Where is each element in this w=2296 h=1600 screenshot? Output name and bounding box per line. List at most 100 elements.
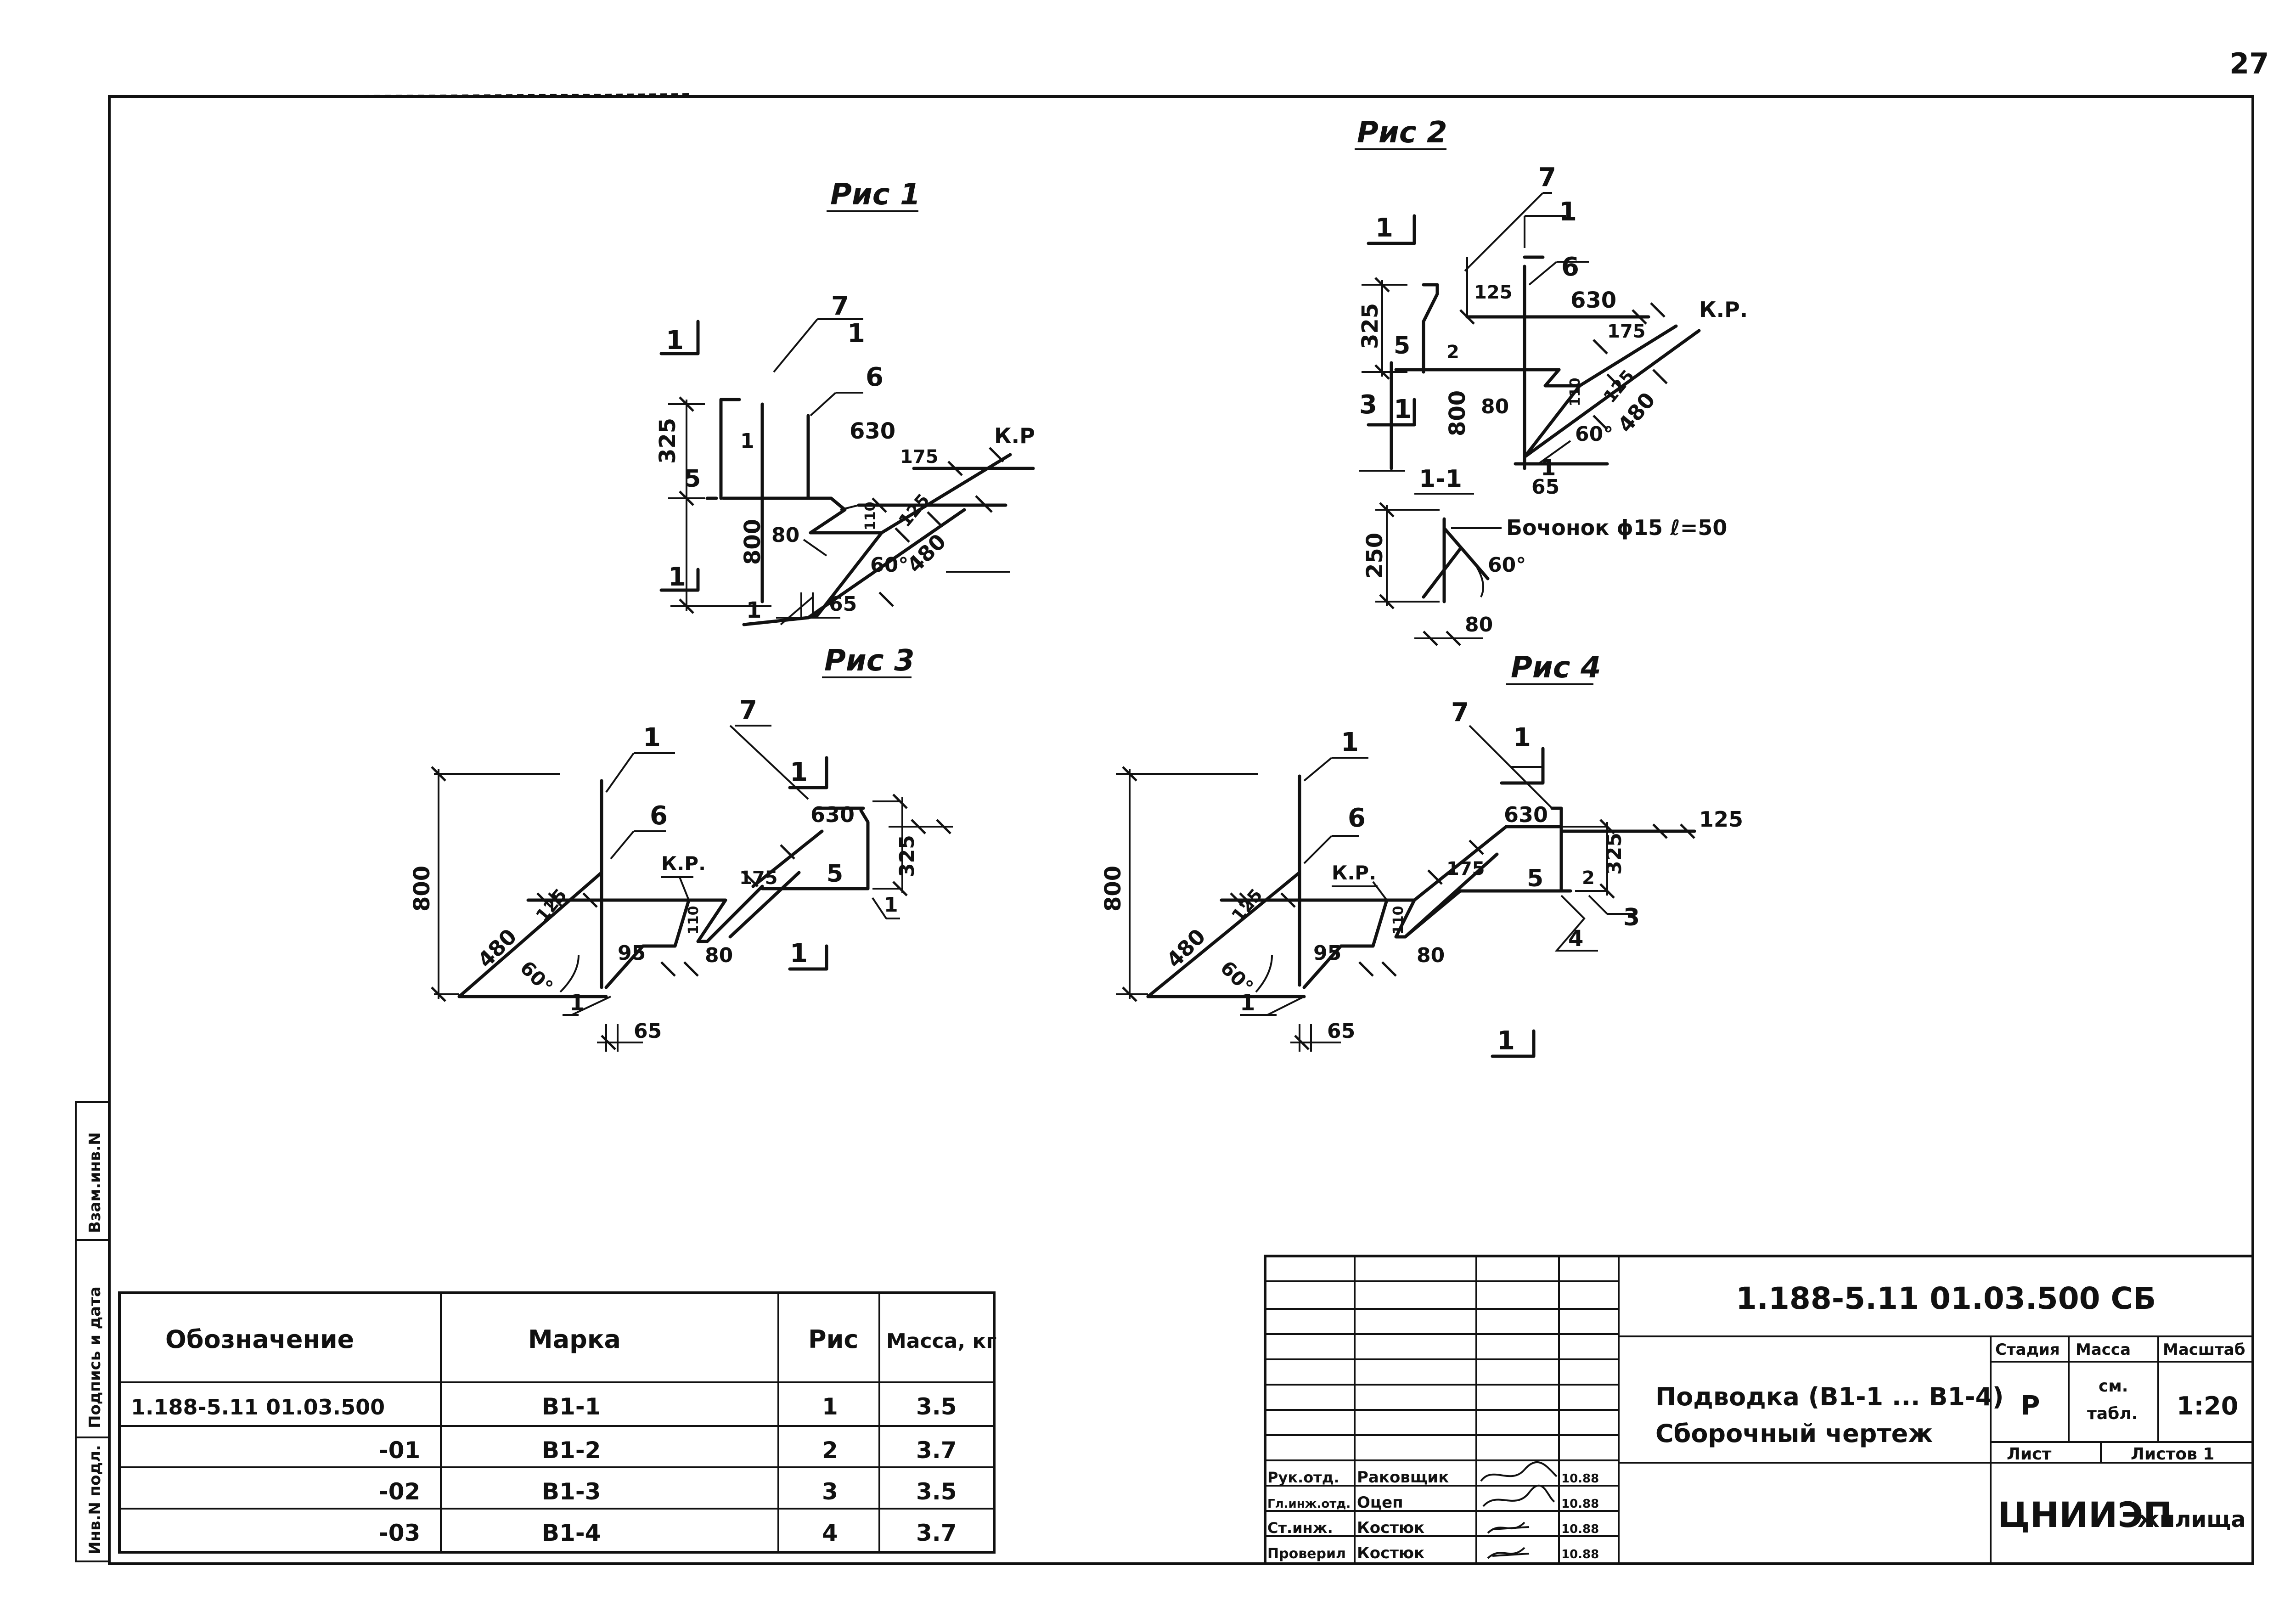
fig1-pos7: 7 xyxy=(831,291,849,321)
fig4-d630: 630 xyxy=(1504,802,1548,827)
title-stage: Р xyxy=(2020,1390,2040,1421)
fig2-pos6: 6 xyxy=(1561,252,1579,282)
person1-role: Рук.отд. xyxy=(1267,1469,1339,1486)
title-org-sub: жилища xyxy=(2138,1507,2246,1532)
fig1-pos1-mid: 1 xyxy=(740,429,754,453)
fig1-sec-top: 1 xyxy=(666,326,684,355)
fig4-sec-bot: 1 xyxy=(1497,1026,1515,1056)
side-stamp: Инв.N подл. Подпись и дата Взам.инв.N xyxy=(75,1101,110,1562)
fig2-d65: 65 xyxy=(1531,475,1559,499)
fig3-d800: 800 xyxy=(409,866,435,912)
spec-table: Обозначение Марка Рис Масса, кг 1.188-5.… xyxy=(118,1291,996,1554)
fig1-sec-bot: 1 xyxy=(668,562,686,592)
fig4-d110: 110 xyxy=(1390,906,1407,935)
fig3-kp: К.Р. xyxy=(661,852,706,875)
fig3-d80: 80 xyxy=(705,944,733,967)
fig3-pos5: 5 xyxy=(827,860,843,888)
spec-row1-mark: В1-1 xyxy=(542,1393,601,1420)
person4-date: 10.88 xyxy=(1561,1548,1599,1561)
spec-row4-mark: В1-4 xyxy=(542,1520,601,1546)
spec-row4-mass: 3.7 xyxy=(916,1520,957,1546)
title-scale: 1:20 xyxy=(2177,1392,2238,1420)
fig3-d325: 325 xyxy=(895,835,919,877)
fig2-pos1-bot: 1 xyxy=(1541,455,1556,481)
fig4-pos6: 6 xyxy=(1348,803,1366,833)
title-stage-label: Стадия xyxy=(1995,1341,2060,1359)
fig4-pos3: 3 xyxy=(1623,904,1640,931)
person3-date: 10.88 xyxy=(1561,1522,1599,1536)
spec-row3-fig: 3 xyxy=(822,1478,838,1505)
figure-4: Рис 4 xyxy=(1100,651,1743,1058)
spec-row1-mass: 3.5 xyxy=(916,1393,957,1420)
fig4-d125b: 125 xyxy=(1699,807,1743,832)
fig2-pos7: 7 xyxy=(1538,163,1556,192)
spec-row4-fig: 4 xyxy=(822,1520,838,1546)
person3-name: Костюк xyxy=(1357,1519,1424,1537)
title-name-line1: Подводка (В1-1 ... В1-4) xyxy=(1655,1382,2004,1411)
person1-name: Раковщик xyxy=(1357,1468,1449,1487)
fig2-d80: 80 xyxy=(1481,395,1509,418)
person4-role: Проверил xyxy=(1267,1546,1346,1562)
fig3-d65: 65 xyxy=(634,1020,662,1043)
fig4-kp: К.Р. xyxy=(1332,862,1376,884)
fig4-pos1-bot: 1 xyxy=(1240,990,1255,1016)
fig2-d125: 125 xyxy=(1474,282,1513,303)
fig2-section-title: 1-1 xyxy=(1419,465,1462,493)
person2-role: Гл.инж.отд. xyxy=(1267,1497,1351,1511)
spec-row3-mark: В1-3 xyxy=(542,1478,601,1505)
fig1-title: Рис 1 xyxy=(830,178,921,212)
fig3-angle: 60° xyxy=(516,956,557,998)
fig2-d175: 175 xyxy=(1607,321,1646,342)
spec-row3-mass: 3.5 xyxy=(916,1478,957,1505)
fig3-d630: 630 xyxy=(810,802,855,827)
figure-2: Рис 2 xyxy=(1355,116,1748,646)
fig4-title: Рис 4 xyxy=(1511,651,1601,685)
spec-header-designation: Обозначение xyxy=(165,1325,354,1354)
fig1-d480: 480 xyxy=(902,529,951,578)
spec-row2-mass: 3.7 xyxy=(916,1437,957,1464)
fig4-d800: 800 xyxy=(1100,866,1126,912)
fig1-d325: 325 xyxy=(655,418,681,464)
fig1-d80: 80 xyxy=(771,524,799,547)
fig1-d65: 65 xyxy=(829,592,857,616)
fig2-title: Рис 2 xyxy=(1357,116,1447,150)
title-mass-label: Масса xyxy=(2076,1341,2131,1359)
fig4-pos7: 7 xyxy=(1451,698,1469,727)
title-mass-line2: табл. xyxy=(2087,1404,2138,1423)
spec-row1-designation: 1.188-5.11 01.03.500 xyxy=(131,1395,385,1420)
fig4-d480: 480 xyxy=(1162,924,1210,973)
fig4-d325: 325 xyxy=(1603,833,1626,875)
figure-1: Рис 1 xyxy=(655,178,1035,626)
spec-header-mass: Масса, кг xyxy=(886,1330,996,1353)
fig4-d65: 65 xyxy=(1327,1020,1355,1043)
title-mass-line1: см. xyxy=(2099,1377,2128,1396)
title-block: 1.188-5.11 01.03.500 СБ Подводка (В1-1 .… xyxy=(1264,1255,2254,1565)
spec-row2-designation: -01 xyxy=(379,1437,420,1464)
fig2-section-d250: 250 xyxy=(1362,533,1388,579)
fig4-pos5: 5 xyxy=(1527,865,1543,892)
fig3-title: Рис 3 xyxy=(824,644,915,678)
person2-date: 10.88 xyxy=(1561,1497,1599,1511)
fig2-pos5: 5 xyxy=(1394,332,1410,360)
fig2-pos1-top: 1 xyxy=(1559,197,1577,227)
fig3-pos1-top: 1 xyxy=(643,723,661,753)
fig1-pos5: 5 xyxy=(684,465,701,493)
spec-row2-mark: В1-2 xyxy=(542,1437,601,1464)
fig1-pos1-bot: 1 xyxy=(746,597,761,623)
fig4-d95: 95 xyxy=(1313,941,1341,965)
side-stamp-replace: Взам.инв.N xyxy=(86,1132,104,1233)
title-org-main: ЦНИИЭП xyxy=(1998,1494,2172,1535)
fig3-sec-top: 1 xyxy=(790,757,808,787)
fig1-pos6: 6 xyxy=(866,362,884,392)
fig2-d110: 110 xyxy=(1567,377,1583,406)
fig2-sec-top: 1 xyxy=(1375,213,1393,243)
fig2-section-angle: 60° xyxy=(1488,553,1526,577)
spec-row4-designation: -03 xyxy=(379,1520,420,1546)
fig2-kp: К.Р. xyxy=(1699,297,1748,322)
fig3-pos1-bot: 1 xyxy=(569,990,585,1016)
fig3-pos6: 6 xyxy=(650,801,668,831)
spec-header-mark: Марка xyxy=(528,1325,621,1354)
person4-name: Костюк xyxy=(1357,1544,1424,1562)
fig2-sec-bot: 1 xyxy=(1394,394,1412,424)
fig3-pos1-r: 1 xyxy=(884,893,898,917)
